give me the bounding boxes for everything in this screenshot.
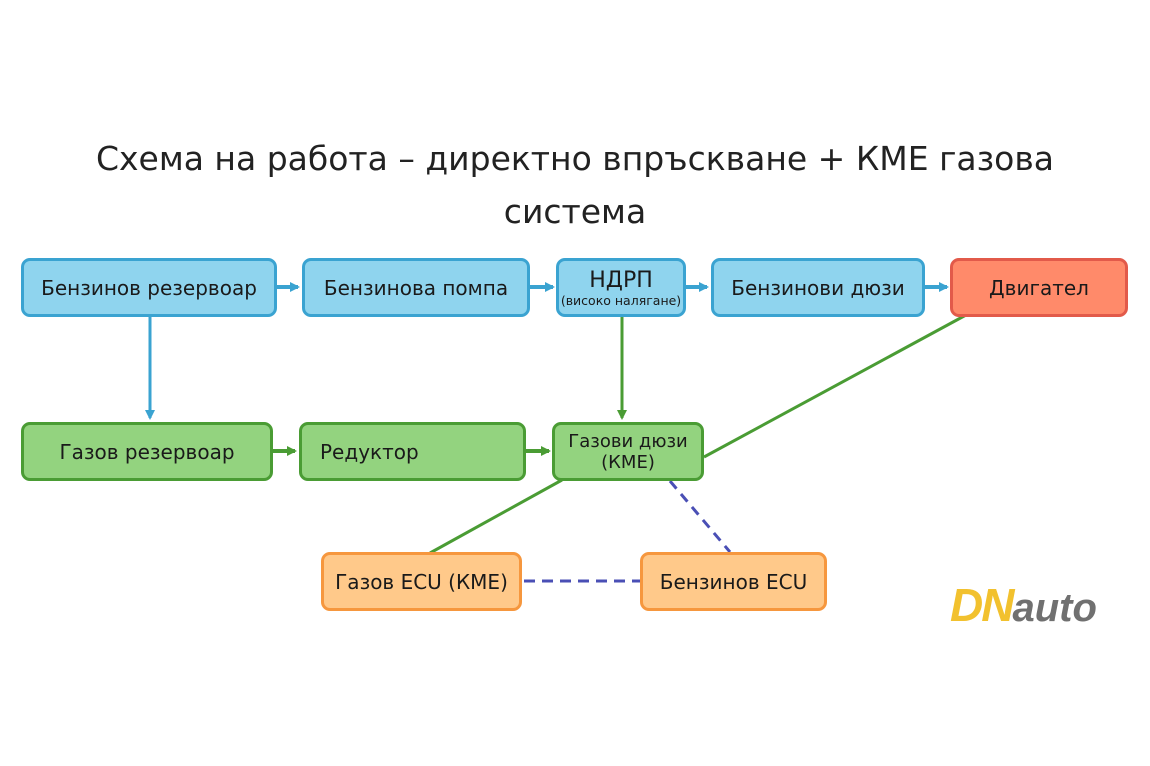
node-label: Газов резервоар	[59, 439, 235, 464]
node-label: Газови дюзи	[568, 430, 688, 452]
diagram-title-line1: Схема на работа – директно впръскване + …	[95, 139, 1055, 178]
dnauto-logo: DNauto	[950, 582, 1097, 637]
node-hpfp: НДРП (високо налягане)	[556, 258, 686, 317]
node-sublabel: (високо налягане)	[560, 292, 682, 308]
node-petrol-tank: Бензинов резервоар	[21, 258, 277, 317]
node-petrol-injectors: Бензинови дюзи	[711, 258, 925, 317]
node-sublabel: (КМЕ)	[601, 451, 655, 473]
node-label: Бензинова помпа	[323, 275, 509, 300]
node-label: Газов ECU (КМЕ)	[335, 569, 508, 594]
node-gas-injectors: Газови дюзи (КМЕ)	[552, 422, 704, 481]
node-label: Бензинови дюзи	[731, 275, 905, 300]
node-petrol-pump: Бензинова помпа	[302, 258, 530, 317]
node-reducer: Редуктор	[299, 422, 526, 481]
edge-gas-injectors-to-engine	[703, 313, 967, 459]
edge-gas-injectors-to-gas-ecu	[429, 478, 563, 555]
diagram-title-line2: система	[503, 192, 647, 231]
node-label: Редуктор	[320, 439, 419, 464]
node-label: НДРП	[589, 267, 653, 293]
node-label: Двигател	[989, 275, 1089, 300]
node-gas-tank: Газов резервоар	[21, 422, 273, 481]
node-label: Бензинов резервоар	[41, 275, 257, 300]
node-label: Бензинов ECU	[659, 569, 808, 594]
node-gas-ecu: Газов ECU (КМЕ)	[321, 552, 522, 611]
logo-dn: DN	[950, 579, 1014, 631]
edge-gas-injectors-to-petrol-ecu	[668, 480, 732, 553]
node-petrol-ecu: Бензинов ECU	[640, 552, 827, 611]
node-engine: Двигател	[950, 258, 1128, 317]
logo-auto: auto	[1012, 586, 1097, 630]
